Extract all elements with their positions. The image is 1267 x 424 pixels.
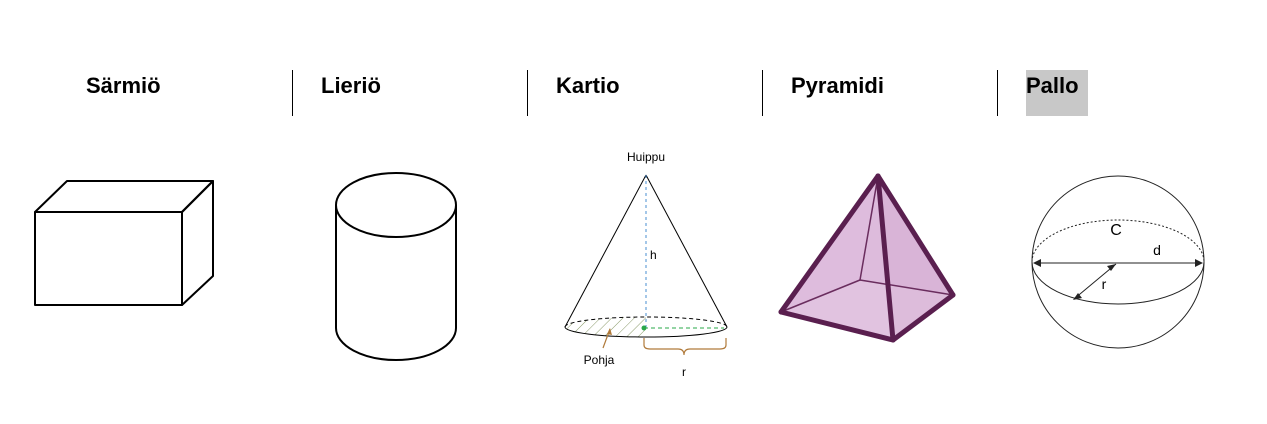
sphere-diameter-arrow-left <box>1033 259 1041 267</box>
pyramid-edge-front <box>875 173 896 343</box>
divider-1 <box>292 70 293 116</box>
title-pallo: Pallo <box>1026 70 1088 116</box>
title-kartio-text: Kartio <box>556 73 620 98</box>
pyramid-front-right-face <box>878 176 953 340</box>
sphere-background <box>1030 172 1206 348</box>
pyramid-drawing <box>778 173 956 343</box>
pyramid-hidden-edge-left <box>780 279 861 313</box>
sphere-radius-label: r <box>1102 276 1107 292</box>
title-pallo-text: Pallo <box>1026 70 1088 116</box>
sphere-diameter-label: d <box>1153 242 1161 258</box>
cone-right-side <box>645 174 728 328</box>
title-pyramidi: Pyramidi <box>791 70 884 116</box>
sphere-radius-arrow-inner <box>1107 264 1116 271</box>
title-lierio: Lieriö <box>321 70 381 116</box>
pyramid-front-left-face <box>781 176 893 340</box>
title-sarmio-text: Särmiö <box>86 73 161 98</box>
prism-drawing <box>34 180 214 306</box>
title-sarmio: Särmiö <box>86 70 161 116</box>
sphere-drawing: C d r <box>1030 172 1206 349</box>
prism-side-face <box>181 180 214 306</box>
cone-base-arrowhead <box>607 328 612 335</box>
pyramid-hidden-edge-right <box>859 279 954 296</box>
cone-radius-label: r <box>682 365 686 379</box>
cone-center-point <box>641 325 647 331</box>
cylinder-drawing <box>335 172 457 361</box>
cylinder-bottom-arc <box>335 327 457 361</box>
cylinder-top-ellipse <box>335 172 457 238</box>
title-pyramidi-text: Pyramidi <box>791 73 884 98</box>
title-kartio: Kartio <box>556 70 620 116</box>
cone-base-hatch <box>565 317 646 337</box>
title-lierio-text: Lieriö <box>321 73 381 98</box>
pyramid-base-front-right <box>890 292 956 343</box>
sphere-equator-front <box>1031 261 1205 305</box>
cone-drawing: Huippu h r Pohja <box>564 150 728 379</box>
sphere-radius-arrow-outer <box>1073 293 1082 300</box>
pyramid-edge-right <box>875 173 956 298</box>
cone-base-label: Pohja <box>584 353 615 367</box>
pyramid-edge-left <box>778 173 881 315</box>
prism-front-face <box>34 211 183 306</box>
sphere-radius-line <box>1073 263 1117 300</box>
sphere-equator-back <box>1031 219 1205 263</box>
divider-4 <box>997 70 998 116</box>
cone-radius-brace <box>643 338 727 356</box>
cone-height-label: h <box>650 248 657 262</box>
cone-base-back <box>564 316 728 328</box>
sphere-circumference-label: C <box>1110 222 1122 239</box>
divider-2 <box>527 70 528 116</box>
pyramid-base-front-left <box>778 309 896 343</box>
cone-left-side <box>564 174 647 328</box>
sphere-diameter-arrow-right <box>1195 259 1203 267</box>
cone-base-front <box>564 326 728 338</box>
cone-apex-label: Huippu <box>627 150 665 164</box>
divider-3 <box>762 70 763 116</box>
pyramid-hidden-edge-apex <box>859 175 879 281</box>
